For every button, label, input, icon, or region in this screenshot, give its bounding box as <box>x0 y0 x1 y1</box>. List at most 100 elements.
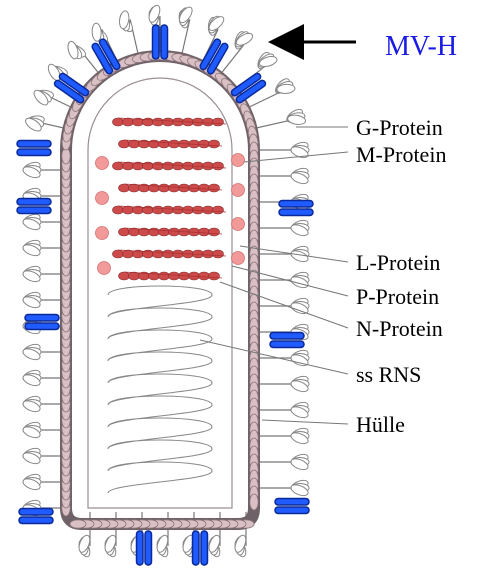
glycoprotein-spike <box>222 30 254 72</box>
nucleocapsid-helix <box>113 118 227 280</box>
nucleoprotein-unit <box>173 118 184 126</box>
nucleoprotein-unit <box>203 162 214 170</box>
nucleoprotein-unit <box>149 228 160 236</box>
nucleoprotein-unit <box>173 162 184 170</box>
nucleoprotein-unit <box>169 140 180 148</box>
nucleoprotein-unit <box>173 250 184 258</box>
glycoprotein-spike <box>22 472 60 492</box>
l-protein-dot <box>96 157 109 170</box>
nucleoprotein-unit <box>199 184 210 192</box>
nucleoprotein-unit <box>153 206 164 214</box>
nucleoprotein-unit <box>159 140 170 148</box>
mv-h-spike <box>275 499 309 514</box>
nucleoprotein-unit <box>209 272 220 280</box>
l-protein-dot <box>232 252 245 265</box>
nucleoprotein-unit <box>153 162 164 170</box>
label-p-protein: P-Protein <box>356 284 439 309</box>
mv-h-spike <box>137 531 152 565</box>
mv-h-spike <box>270 333 304 348</box>
nucleoprotein-unit <box>163 250 174 258</box>
nucleoprotein-unit <box>213 250 224 258</box>
label-m-protein: M-Protein <box>356 142 446 167</box>
glycoprotein-spike <box>22 238 60 258</box>
nucleoprotein-unit <box>209 228 220 236</box>
mv-h-spike <box>17 141 51 156</box>
nucleoprotein-unit <box>159 228 170 236</box>
nucleoprotein-unit <box>113 118 124 126</box>
nucleoprotein-unit <box>119 272 130 280</box>
glycoprotein-spike <box>22 212 60 232</box>
nucleoprotein-unit <box>159 184 170 192</box>
nucleoprotein-unit <box>123 118 134 126</box>
glycoprotein-spike <box>177 5 195 53</box>
nucleoprotein-unit <box>209 184 220 192</box>
ss-rna-coil <box>108 286 212 493</box>
nucleoprotein-unit <box>149 184 160 192</box>
glycoprotein-spike <box>22 160 60 180</box>
nucleoprotein-unit <box>203 118 214 126</box>
glycoprotein-spike <box>260 478 310 498</box>
l-protein-dot <box>232 184 245 197</box>
nucleoprotein-unit <box>213 118 224 126</box>
glycoprotein-spike <box>22 264 60 284</box>
glycoprotein-spike <box>260 244 310 264</box>
nucleoprotein-unit <box>159 272 170 280</box>
nucleoprotein-unit <box>213 206 224 214</box>
glycoprotein-spike <box>22 342 60 362</box>
nucleoprotein-unit <box>153 118 164 126</box>
viral-envelope <box>66 56 254 524</box>
nucleoprotein-unit <box>113 250 124 258</box>
label-l-protein: L-Protein <box>356 250 440 275</box>
matrix-protein-bead <box>70 520 86 528</box>
nucleoprotein-unit <box>209 140 220 148</box>
glycoprotein-spike <box>22 420 60 440</box>
nucleoprotein-unit <box>163 118 174 126</box>
glycoprotein-spike <box>22 368 60 388</box>
nucleoprotein-unit <box>119 184 130 192</box>
glycoprotein-spike <box>117 10 137 52</box>
mv-h-spike <box>193 531 208 565</box>
label-leader-lines <box>200 127 348 424</box>
nucleoprotein-unit <box>113 162 124 170</box>
nucleoprotein-unit <box>169 184 180 192</box>
glycoprotein-spike <box>22 290 60 310</box>
nucleoprotein-unit <box>153 250 164 258</box>
glycoprotein-spike <box>260 426 310 446</box>
nucleoprotein-unit <box>123 250 134 258</box>
glycoprotein-spike <box>260 452 310 472</box>
nucleoprotein-unit <box>163 162 174 170</box>
glycoprotein-spike <box>260 374 310 394</box>
mv-h-label: MV-H <box>385 31 457 62</box>
mv-h-spike <box>230 72 266 104</box>
nucleoprotein-unit <box>199 272 210 280</box>
nucleoprotein-unit <box>149 140 160 148</box>
nucleoprotein-unit <box>149 272 160 280</box>
l-protein-dot <box>98 262 111 275</box>
nucleoprotein-unit <box>203 250 214 258</box>
glycoprotein-spike <box>23 115 62 134</box>
nucleoprotein-unit <box>123 162 134 170</box>
glycoprotein-spike <box>22 394 60 414</box>
glycoprotein-spike <box>260 400 310 420</box>
glycoprotein-spike <box>260 218 310 238</box>
l-protein-dot <box>232 154 245 167</box>
label-n-protein: N-Protein <box>356 316 443 341</box>
label-ss-rns: ss RNS <box>356 362 421 387</box>
nucleoprotein-unit <box>199 228 210 236</box>
nucleoprotein-unit <box>173 206 184 214</box>
l-protein-dot <box>96 227 109 240</box>
matrix-protein-bead <box>250 494 258 510</box>
nucleoprotein-unit <box>169 272 180 280</box>
l-protein-dot <box>232 218 245 231</box>
nucleoprotein-unit <box>113 206 124 214</box>
glycoprotein-spike <box>260 166 310 186</box>
l-protein-dot <box>96 192 109 205</box>
label-huelle: Hülle <box>356 412 405 437</box>
nucleoprotein-unit <box>169 228 180 236</box>
glycoprotein-spike <box>257 107 306 128</box>
nucleoprotein-unit <box>213 162 224 170</box>
nucleoprotein-unit <box>119 140 130 148</box>
label-g-protein: G-Protein <box>356 115 443 140</box>
mv-h-spike <box>17 199 51 214</box>
